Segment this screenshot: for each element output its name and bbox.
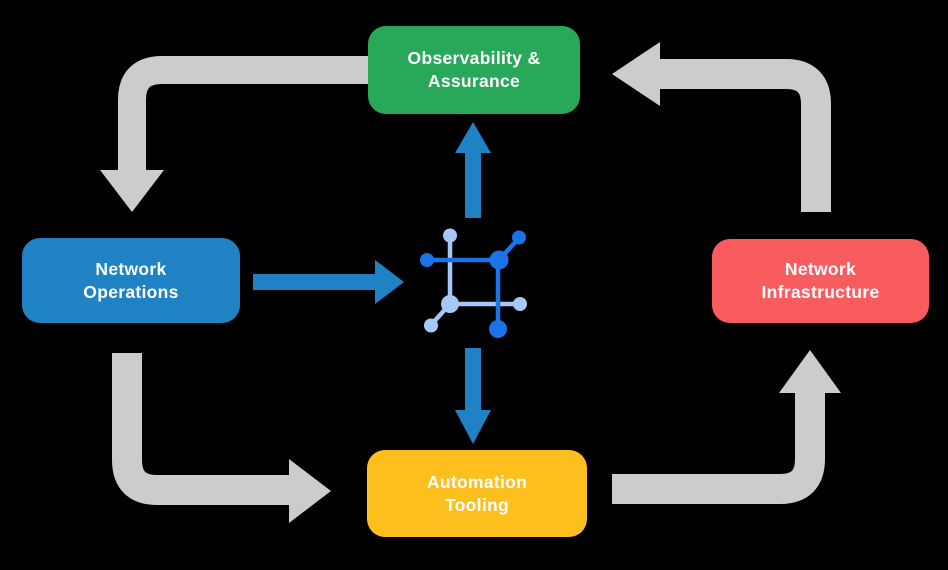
arrow-operations-to-icon [253, 260, 404, 304]
network-automation-icon [420, 228, 527, 338]
node-label-line: Observability & [407, 48, 541, 68]
arrow-shaft [112, 353, 290, 505]
node-automation-tooling: Automation Tooling [367, 450, 587, 537]
icon-node-bottom-left-outer [424, 318, 438, 333]
node-label-line: Infrastructure [761, 282, 880, 302]
arrow-infrastructure-to-observability [612, 42, 831, 212]
arrow-head-up-icon [779, 350, 841, 393]
node-label-line: Assurance [427, 71, 521, 91]
icon-node-top [443, 228, 457, 243]
arrow-head-left-icon [612, 42, 660, 106]
arrow-icon-to-automation [455, 348, 491, 444]
arrow-automation-to-infrastructure [612, 350, 841, 504]
node-label-line: Operations [83, 281, 179, 302]
node-network-operations: Network Operations [22, 238, 240, 323]
node-label-line: Tooling [445, 494, 509, 515]
node-label-line: Network [95, 258, 167, 279]
arrow-shaft [612, 392, 825, 504]
node-network-infrastructure: Network Infrastructure [712, 239, 929, 323]
node-observability-assurance: Observability & Assurance [368, 26, 580, 114]
arrow-operations-to-automation [112, 353, 331, 523]
arrow-head-right-icon [289, 459, 331, 523]
icon-node-top-right-corner [489, 250, 509, 270]
icon-node-bottom-left-corner [441, 295, 459, 313]
arrow-observability-to-operations [100, 56, 368, 212]
icon-node-bottom [489, 320, 507, 338]
arrow-icon-to-observability [455, 122, 491, 218]
arrow-head-down-icon [100, 170, 164, 212]
icon-node-left [420, 253, 434, 267]
arrow-shaft [118, 56, 368, 172]
node-label-line: Automation [426, 471, 528, 492]
arrow-shaft [658, 59, 831, 212]
icon-node-right [513, 297, 527, 311]
icon-node-top-right-outer [512, 230, 526, 245]
node-label-line: Network [784, 259, 857, 279]
